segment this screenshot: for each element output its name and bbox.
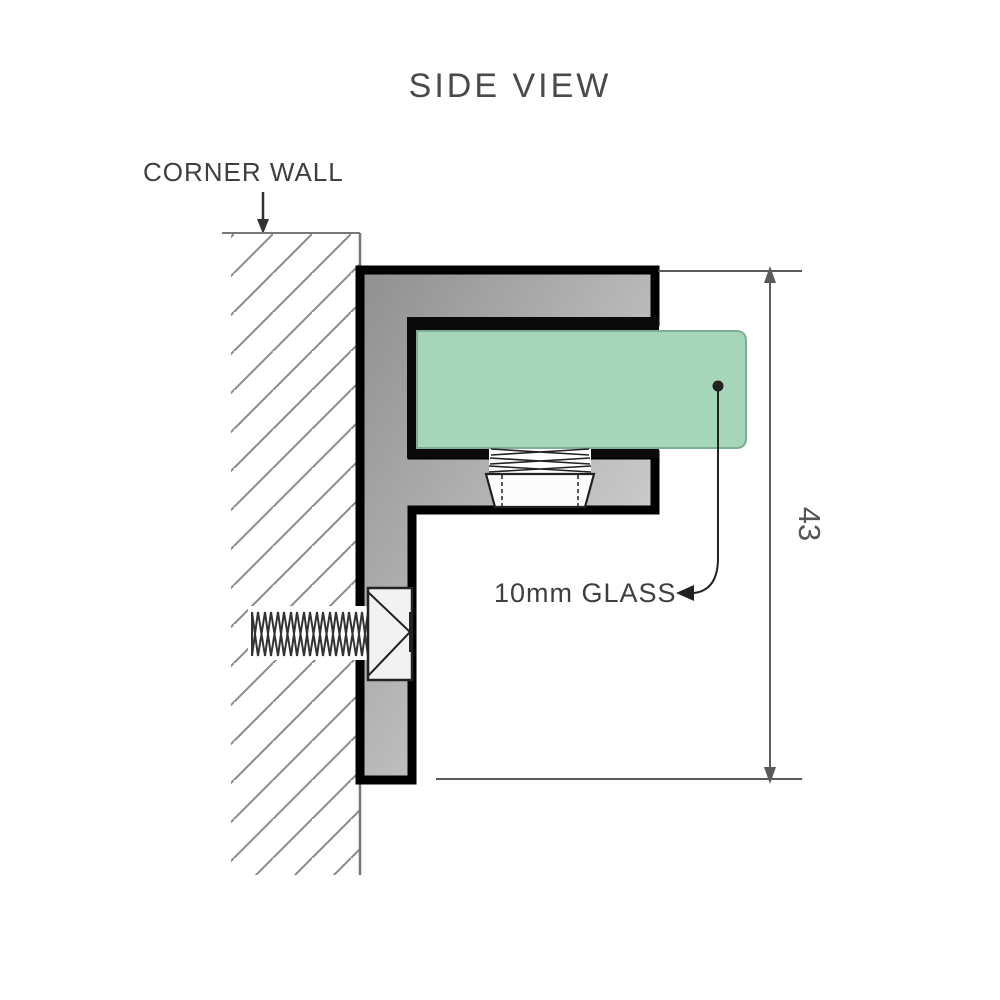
screw-head: [366, 586, 414, 682]
glass-label: 10mm GLASS: [494, 578, 677, 608]
corner-wall-label: CORNER WALL: [143, 157, 344, 187]
wall-hatch: [231, 233, 360, 875]
dimension-arrow-up: [764, 266, 776, 283]
dimension-arrow-down: [764, 767, 776, 784]
page-title: SIDE VIEW: [409, 67, 612, 105]
screw-threads: [251, 611, 369, 657]
gasket: [484, 448, 596, 509]
glass-leader-dot: [712, 380, 724, 392]
glass-panel: [416, 330, 747, 449]
corner-wall-arrow: [257, 192, 269, 234]
dimension-value: 43: [792, 507, 827, 541]
leader-arrowhead: [676, 585, 694, 601]
dimension: 43: [436, 266, 827, 784]
glass-leader-line: [693, 391, 719, 594]
screw: [248, 586, 414, 682]
gasket-cup: [484, 472, 596, 509]
